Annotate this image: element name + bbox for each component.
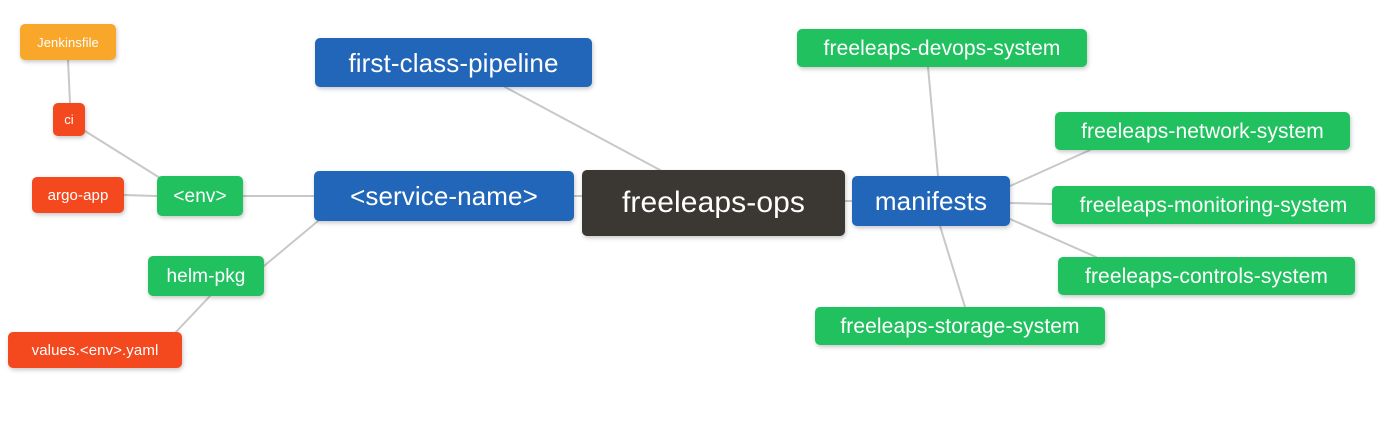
edge-first-class-pipeline-to-freeleaps-ops — [504, 86, 661, 171]
node-values-yaml[interactable]: values.<env>.yaml — [8, 332, 182, 368]
edge-manifests-to-controls-system — [1009, 218, 1097, 258]
node-ci[interactable]: ci — [53, 103, 85, 136]
node-env[interactable]: <env> — [157, 176, 243, 216]
node-freeleaps-ops[interactable]: freeleaps-ops — [582, 170, 845, 236]
node-label-argo-app: argo-app — [47, 186, 109, 204]
node-label-manifests: manifests — [874, 186, 988, 216]
edge-manifests-to-network-system — [1009, 149, 1091, 187]
node-label-devops-system: freeleaps-devops-system — [823, 36, 1061, 60]
edge-ci-to-env — [84, 130, 161, 179]
node-label-ci: ci — [64, 112, 74, 127]
node-label-helm-pkg: helm-pkg — [166, 265, 246, 287]
node-first-class-pipeline[interactable]: first-class-pipeline — [315, 38, 592, 87]
edge-argo-app-to-env — [123, 194, 158, 197]
node-label-network-system: freeleaps-network-system — [1081, 119, 1324, 143]
node-label-monitoring-system: freeleaps-monitoring-system — [1079, 193, 1348, 217]
node-label-freeleaps-ops: freeleaps-ops — [621, 186, 806, 219]
node-controls-system[interactable]: freeleaps-controls-system — [1058, 257, 1355, 295]
node-label-values-yaml: values.<env>.yaml — [31, 341, 159, 359]
node-service-name[interactable]: <service-name> — [314, 171, 574, 221]
edge-values-yaml-to-helm-pkg — [175, 295, 211, 333]
node-monitoring-system[interactable]: freeleaps-monitoring-system — [1052, 186, 1375, 224]
node-network-system[interactable]: freeleaps-network-system — [1055, 112, 1350, 150]
node-storage-system[interactable]: freeleaps-storage-system — [815, 307, 1105, 345]
edge-manifests-to-devops-system — [927, 66, 939, 177]
node-label-env: <env> — [173, 185, 227, 207]
edge-manifests-to-storage-system — [939, 225, 966, 308]
node-argo-app[interactable]: argo-app — [32, 177, 124, 213]
edge-jenkinsfile-to-ci — [67, 59, 71, 104]
node-helm-pkg[interactable]: helm-pkg — [148, 256, 264, 296]
node-devops-system[interactable]: freeleaps-devops-system — [797, 29, 1087, 67]
node-jenkinsfile[interactable]: Jenkinsfile — [20, 24, 116, 60]
node-manifests[interactable]: manifests — [852, 176, 1010, 226]
node-label-first-class-pipeline: first-class-pipeline — [348, 47, 559, 78]
edge-helm-pkg-to-service-name — [263, 220, 319, 267]
node-label-storage-system: freeleaps-storage-system — [840, 314, 1080, 338]
node-label-service-name: <service-name> — [350, 181, 538, 211]
node-label-controls-system: freeleaps-controls-system — [1085, 264, 1328, 288]
node-label-jenkinsfile: Jenkinsfile — [37, 34, 99, 50]
edge-manifests-to-monitoring-system — [1009, 202, 1053, 205]
